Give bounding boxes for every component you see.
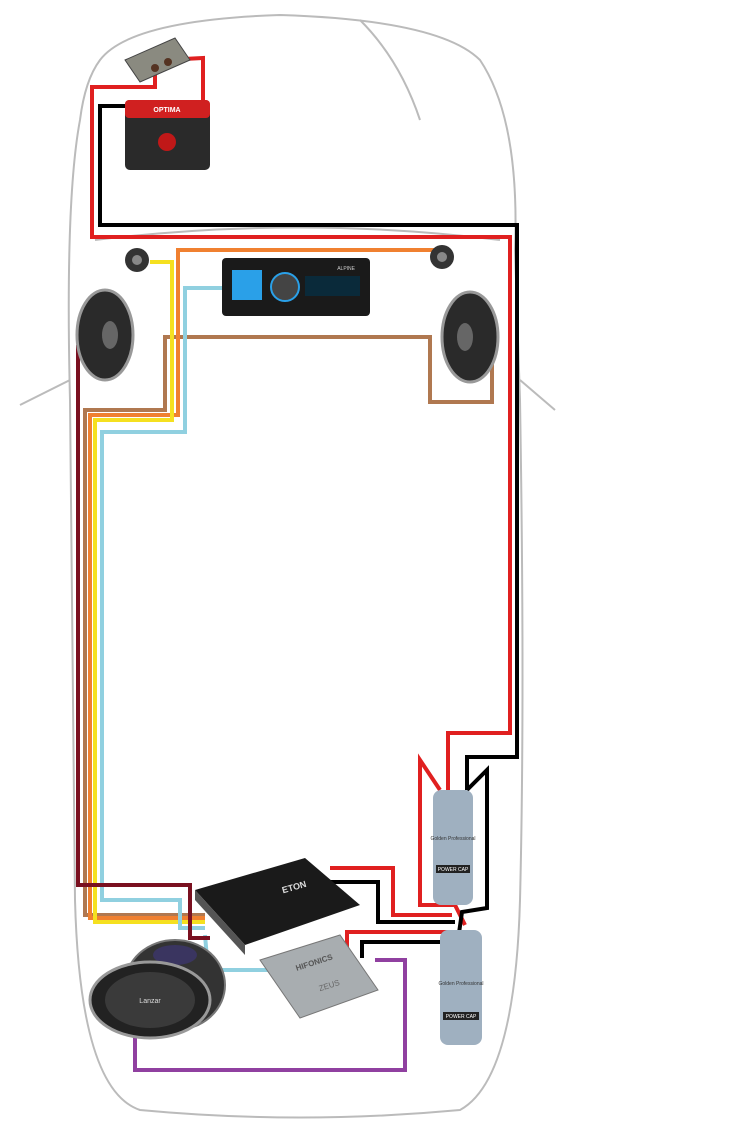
svg-text:POWER CAP: POWER CAP [438,867,469,873]
head-unit: ALPINE [222,258,370,316]
subwoofer: Lanzar [88,939,226,1040]
wire-rca [100,286,222,930]
capacitor-2: Golden Professional POWER CAP [438,930,484,1045]
wire-amp-ground [330,880,455,924]
distribution-block [124,37,191,83]
svg-text:Lanzar: Lanzar [139,998,161,1005]
car-outline [19,13,556,1119]
svg-text:POWER CAP: POWER CAP [446,1014,477,1020]
wire-amp-power [330,866,452,917]
tweeter-left [125,248,149,272]
amplifier: ETON [195,858,360,955]
wire-power-main [90,70,512,790]
svg-text:Golden Professional: Golden Professional [438,981,483,987]
battery: OPTIMA [125,100,210,170]
tweeter-right [430,245,454,269]
wire-sub-amp-ground [360,940,470,958]
wire-ground-main [98,104,519,790]
wire-sub-amp-power [345,930,455,948]
wire-front-right [88,248,440,920]
wire-rear-left [83,335,205,917]
svg-text:ALPINE: ALPINE [337,266,355,272]
speaker-left [75,288,135,382]
wire-ground-cap [456,765,489,941]
capacitor-1: Golden Professional POWER CAP [430,790,476,905]
speaker-right [440,290,500,384]
wire-power-cap1-side [418,753,467,926]
wire-tweeter [93,260,205,924]
wire-sub-speaker [133,958,407,1072]
wire-rear-right [180,335,494,404]
svg-text:OPTIMA: OPTIMA [153,107,180,114]
wire-front-left [76,345,210,940]
svg-text:Golden Professional: Golden Professional [430,836,475,842]
sub-amplifier: HIFONICS ZEUS [259,934,379,1019]
